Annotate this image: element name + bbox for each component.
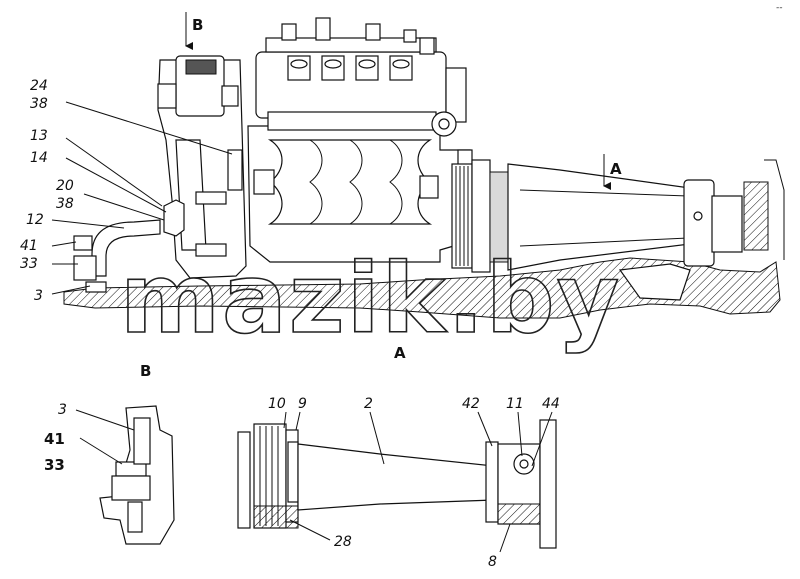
leaders-main bbox=[51, 101, 233, 295]
leaders-view-a bbox=[283, 411, 553, 553]
view-b-callout-33: 33 bbox=[44, 456, 65, 474]
callout-14: 14 bbox=[30, 150, 48, 166]
view-b-fitting-33 bbox=[111, 475, 151, 501]
fitting-3 bbox=[85, 281, 107, 293]
callout-12: 12 bbox=[26, 212, 44, 228]
stud-block bbox=[253, 169, 275, 195]
callout-38: 38 bbox=[30, 96, 48, 112]
view-a-end-plate bbox=[237, 431, 251, 529]
frame-edge-right bbox=[764, 159, 785, 260]
side-fitting-right bbox=[221, 85, 239, 107]
view-a-callout-10: 10 bbox=[268, 396, 286, 412]
view-a-callout-2: 2 bbox=[364, 396, 373, 412]
view-a: 10 9 2 42 11 44 28 8 bbox=[237, 396, 560, 570]
stud-right bbox=[419, 175, 439, 199]
coupling-right bbox=[683, 179, 715, 267]
fuel-rail bbox=[265, 17, 437, 55]
cyl-line-1 bbox=[309, 139, 323, 225]
view-a-callout-44: 44 bbox=[542, 396, 560, 412]
view-b-callout-41: 41 bbox=[44, 430, 65, 448]
fitting-33 bbox=[73, 255, 97, 281]
corner-mark: -- bbox=[776, 3, 783, 13]
view-a-flange-42 bbox=[485, 441, 499, 523]
lug-lower bbox=[195, 243, 227, 257]
view-b-leader-41 bbox=[79, 437, 123, 465]
view-b-leader-3 bbox=[75, 409, 135, 431]
pump-head-base bbox=[267, 111, 437, 131]
shaft-line-top bbox=[519, 189, 689, 197]
frame-cutout bbox=[618, 263, 691, 301]
lug-upper bbox=[195, 191, 227, 205]
flange-14 bbox=[163, 199, 185, 237]
view-a-right-plate bbox=[539, 419, 557, 549]
callout-33: 33 bbox=[20, 256, 38, 272]
view-b-pipe bbox=[133, 417, 151, 465]
view-b-stud bbox=[127, 501, 143, 533]
coupling-hub bbox=[711, 195, 743, 253]
cyl-line-3 bbox=[389, 139, 403, 225]
view-a-bolt-11-inner bbox=[519, 459, 529, 469]
side-fitting bbox=[157, 83, 177, 109]
view-a-callout-42: 42 bbox=[462, 396, 480, 412]
view-a-hatch-left bbox=[253, 505, 299, 529]
watermark: mazik.by bbox=[120, 243, 621, 355]
shaft-line-bottom bbox=[519, 237, 689, 247]
governor-boss-inner bbox=[438, 118, 450, 130]
callout-41: 41 bbox=[20, 238, 38, 254]
fitting-41 bbox=[73, 235, 93, 251]
callout-13: 13 bbox=[30, 128, 48, 144]
stud-24 bbox=[227, 149, 243, 191]
view-b-title: B bbox=[140, 362, 151, 380]
callout-3: 3 bbox=[34, 288, 43, 304]
view-a-hatch-right bbox=[497, 503, 541, 525]
coupling bbox=[451, 159, 509, 273]
pipe-12 bbox=[91, 219, 161, 277]
section-b-label: B bbox=[192, 16, 203, 34]
pump-head bbox=[255, 51, 447, 119]
view-a-callout-8: 8 bbox=[488, 554, 497, 570]
view-a-callout-9: 9 bbox=[298, 396, 307, 412]
view-a-callout-28: 28 bbox=[334, 534, 352, 550]
view-a-callout-11: 11 bbox=[506, 396, 524, 412]
callout-38-lower: 38 bbox=[56, 196, 74, 212]
base-frame bbox=[63, 257, 781, 319]
view-a-hub bbox=[287, 441, 299, 503]
view-b: 3 41 33 bbox=[44, 402, 175, 545]
section-a-label: A bbox=[610, 160, 622, 178]
bolt-right bbox=[693, 211, 703, 221]
callout-20: 20 bbox=[56, 178, 74, 194]
view-b-callout-3: 3 bbox=[58, 402, 67, 418]
view-a-shaft bbox=[297, 443, 495, 511]
callout-24: 24 bbox=[30, 78, 48, 94]
delivery-valves bbox=[287, 55, 413, 81]
view-a-title: A bbox=[394, 344, 406, 362]
cap-nut bbox=[185, 59, 217, 75]
flange-right bbox=[743, 181, 769, 251]
main-view: A B A 24 38 13 14 20 38 12 41 33 3 bbox=[20, 12, 785, 319]
cyl-line-2 bbox=[349, 139, 363, 225]
